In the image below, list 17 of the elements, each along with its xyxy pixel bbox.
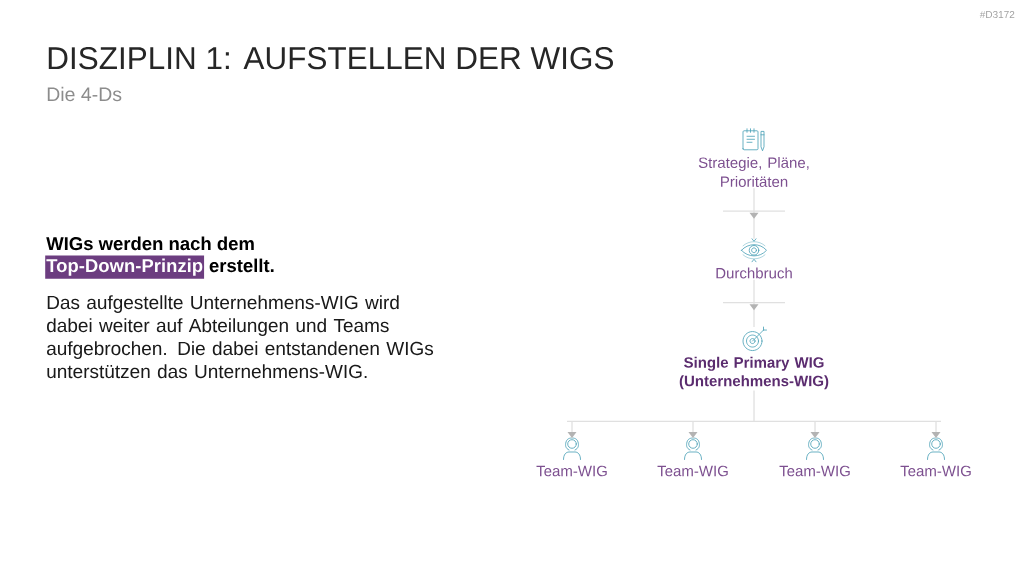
step-label: Durchbruch: [716, 267, 792, 279]
arrow: [722, 279, 786, 328]
step-label: Team-WIG: [536, 465, 607, 477]
heading-text: WIGs werden nach dem: [46, 236, 254, 251]
arrow: [566, 389, 942, 439]
step-label: Strategie, Pläne, Prioritäten: [698, 157, 809, 187]
subtitle: Die 4-Ds: [47, 86, 122, 102]
arrow: [722, 187, 786, 240]
body-text: Das aufgestellte Unternehmens-WIG wird dabei weiter auf Abteilungen und Teams aufgebrochen. Die dabei entstandenen WIGs unterstützen das Unternehmens-WIG.: [47, 295, 434, 379]
step-label: Team-WIG: [900, 465, 971, 477]
step-label: Team-WIG: [657, 465, 728, 477]
heading-text: erstellt.: [209, 258, 274, 273]
highlighted-term: Top-Down-Prinzip: [45, 255, 205, 279]
goal-label: Single Primary WIG (Unternehmens-WIG): [679, 356, 829, 390]
slide-title: DISZIPLIN 1: AUFSTELLEN DER WIGS: [48, 47, 613, 70]
reference-code: #D3172: [979, 11, 1015, 19]
step-label: Team-WIG: [779, 465, 850, 477]
